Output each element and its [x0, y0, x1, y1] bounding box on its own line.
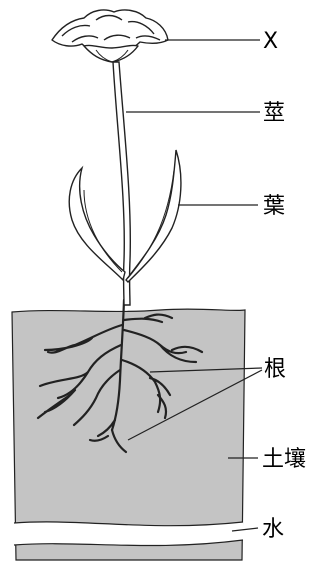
left-leaf	[69, 168, 125, 280]
label-water: 水	[262, 517, 284, 542]
label-leaf: 葉	[263, 194, 285, 219]
water-band	[14, 522, 243, 546]
label-root: 根	[264, 357, 286, 382]
label-soil: 土壤	[262, 447, 306, 472]
right-leaf	[126, 150, 181, 282]
flower	[52, 10, 168, 62]
label-flower-x: X	[263, 29, 278, 54]
label-stem: 莖	[263, 101, 285, 126]
